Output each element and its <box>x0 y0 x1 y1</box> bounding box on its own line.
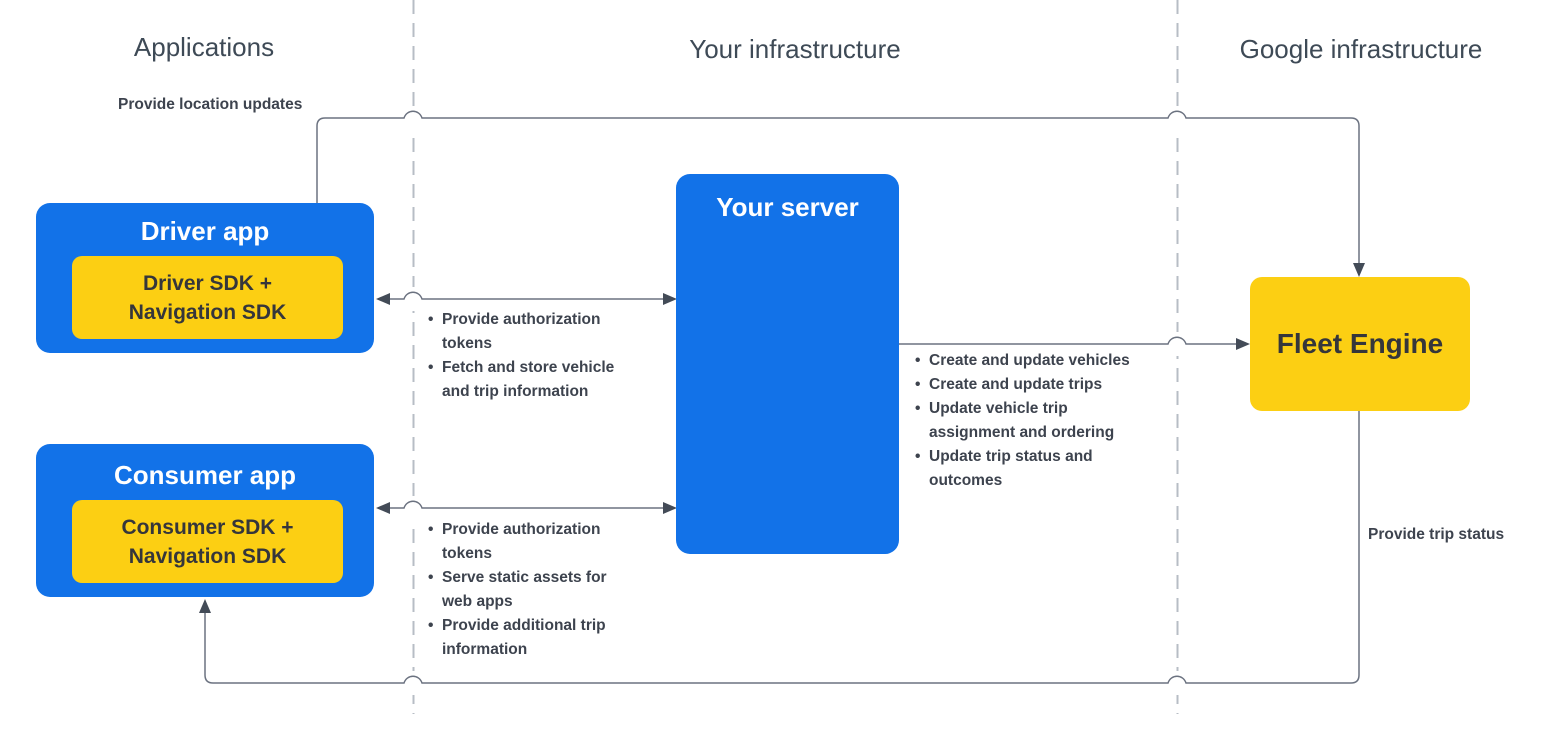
driver-sdk-line1: Driver SDK + <box>143 271 272 295</box>
edge-consumer-server <box>376 500 677 514</box>
server-fleet-bullet-list: Create and update vehicles Create and up… <box>915 349 1157 493</box>
fleet-engine-node: Fleet Engine <box>1250 277 1470 411</box>
consumer-server-bullet-list: Provide authorization tokens Serve stati… <box>428 518 614 662</box>
edge-trip-status <box>199 411 1360 684</box>
bullet-item: Create and update trips <box>915 373 1157 397</box>
bullet-item: Serve static assets for web apps <box>428 566 614 614</box>
driver-app-node: Driver app Driver SDK + Navigation SDK <box>36 203 374 353</box>
consumer-app-title: Consumer app <box>113 460 297 490</box>
consumer-sdk-label: Consumer SDK + Navigation SDK <box>121 513 293 571</box>
driver-sdk-line2: Navigation SDK <box>128 300 287 324</box>
consumer-sdk-line1: Consumer SDK + <box>121 515 294 539</box>
bullet-item: Create and update vehicles <box>915 349 1157 373</box>
edge-driver-server <box>376 291 677 305</box>
edge-label-provide-location-updates: Provide location updates <box>118 96 303 113</box>
fleet-engine-title: Fleet Engine <box>1276 328 1444 359</box>
consumer-sdk-line2: Navigation SDK <box>128 544 287 568</box>
driver-server-bullet-list: Provide authorization tokens Fetch and s… <box>428 308 636 404</box>
bullet-item: Provide additional trip information <box>428 614 614 662</box>
edge-location-updates <box>316 110 1365 277</box>
column-header-your-infrastructure: Your infrastructure <box>689 34 901 64</box>
driver-app-title: Driver app <box>140 216 270 246</box>
column-header-applications: Applications <box>133 32 275 62</box>
bullet-item: Update trip status and outcomes <box>915 445 1157 493</box>
bullet-item: Fetch and store vehicle and trip informa… <box>428 356 636 404</box>
your-server-node: Your server <box>676 174 899 554</box>
column-header-google-infrastructure: Google infrastructure <box>1239 34 1483 64</box>
bullet-item: Provide authorization tokens <box>428 308 636 356</box>
edge-server-fleet <box>899 336 1250 350</box>
driver-sdk-label: Driver SDK + Navigation SDK <box>129 269 287 327</box>
your-server-title: Your server <box>716 192 859 222</box>
consumer-app-node: Consumer app Consumer SDK + Navigation S… <box>36 444 374 597</box>
edge-label-provide-trip-status: Provide trip status <box>1368 526 1505 543</box>
bullet-item: Provide authorization tokens <box>428 518 614 566</box>
bullet-item: Update vehicle trip assignment and order… <box>915 397 1157 445</box>
consumer-sdk-box: Consumer SDK + Navigation SDK <box>72 500 343 583</box>
driver-sdk-box: Driver SDK + Navigation SDK <box>72 256 343 339</box>
